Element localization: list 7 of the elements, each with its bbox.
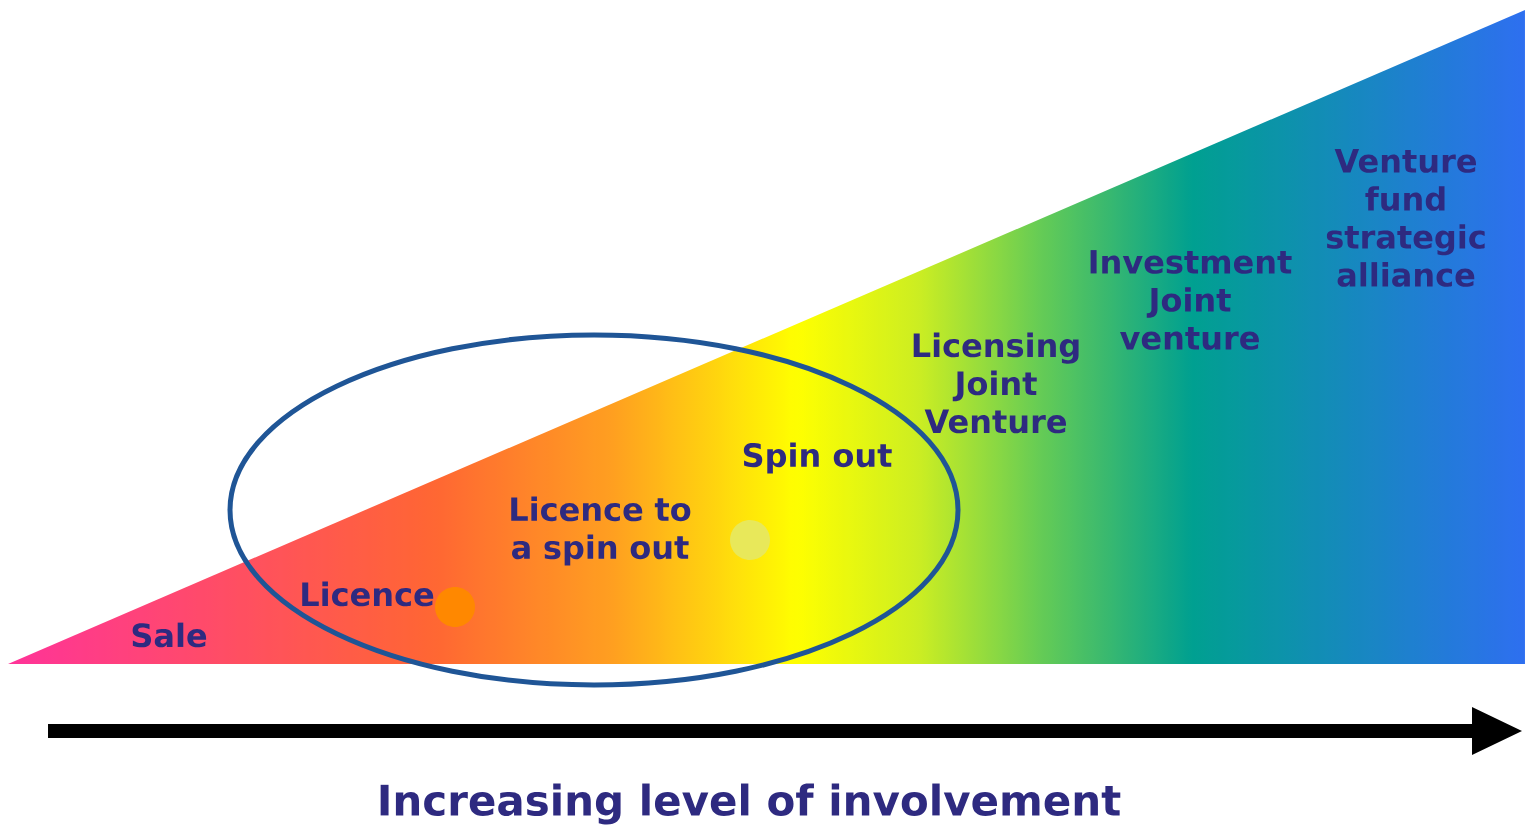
stage-label: Investment Joint venture xyxy=(1090,250,1292,350)
stage-label: Licence xyxy=(302,581,434,607)
stage-label: Spin out xyxy=(743,442,892,474)
stage-label: Licensing Joint Venture xyxy=(913,332,1079,434)
stage-label: Venture fund strategic alliance xyxy=(1326,149,1485,287)
stage-label: Licence to a spin out xyxy=(511,496,691,566)
axis-label: Increasing level of involvement xyxy=(380,783,1121,825)
